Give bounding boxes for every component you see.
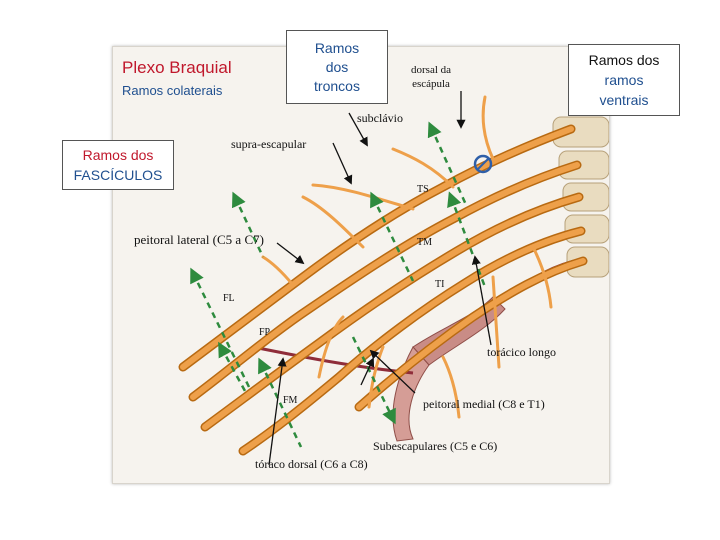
trunks-branches-box: Ramos dos troncos [286, 30, 388, 104]
fascicle-lateral-code: FL [223, 293, 235, 304]
trunks-box-line3: troncos [314, 77, 360, 94]
ventral-rami-branches-box: Ramos dos ramos ventrais [568, 44, 680, 116]
illustration-panel: dorsal da escápula subclávio supra-escap… [112, 46, 610, 484]
ventral-box-line2: ramos [604, 72, 644, 88]
fascicles-box-line2: FASCÍCULOS [73, 167, 163, 183]
peitoral-lateral-label: peitoral lateral (C5 a C7) [134, 232, 264, 247]
subclavio-label: subclávio [357, 111, 403, 125]
fascicle-posterior-code: FP [259, 327, 271, 338]
diagram-subtitle: Ramos colaterais [122, 83, 223, 98]
trunks-box-line1: Ramos [314, 39, 360, 56]
ventral-box-line3: ventrais [599, 92, 649, 108]
fascicle-medial-code: FM [283, 395, 298, 406]
dorsal-scapula-label-line2: escápula [412, 78, 450, 90]
brachial-plexus-drawing [178, 91, 609, 466]
dorsal-scapula-label-line1: dorsal da [411, 64, 452, 76]
subescapulares-label: Subescapulares (C5 e C6) [373, 439, 498, 453]
marker-slash-icon [476, 157, 490, 171]
trunk-middle-code: TM [417, 237, 432, 248]
fascicles-box-line1: Ramos dos [82, 147, 154, 163]
dashed-arrows [190, 121, 487, 448]
ventral-box-line1: Ramos dos [588, 52, 660, 68]
toraco-dorsal-label: tóraco dorsal (C6 a C8) [255, 457, 368, 471]
nerve-bundle [178, 95, 588, 456]
diagram-title: Plexo Braquial [122, 58, 232, 77]
supra-escapular-label: supra-escapular [231, 137, 307, 151]
pointer-lines [268, 91, 492, 466]
fascicles-branches-box: Ramos dos FASCÍCULOS [62, 140, 174, 190]
trunks-box-line2: dos [325, 58, 349, 75]
peitoral-medial-label: peitoral medial (C8 e T1) [423, 397, 545, 411]
dorsal-scapula-label: dorsal da escápula [411, 63, 451, 91]
marker-circle-icon [473, 154, 493, 174]
toracico-longo-label: torácico longo [487, 345, 556, 359]
trunk-inferior-code: TI [435, 279, 445, 290]
trunk-superior-code: TS [417, 184, 429, 195]
